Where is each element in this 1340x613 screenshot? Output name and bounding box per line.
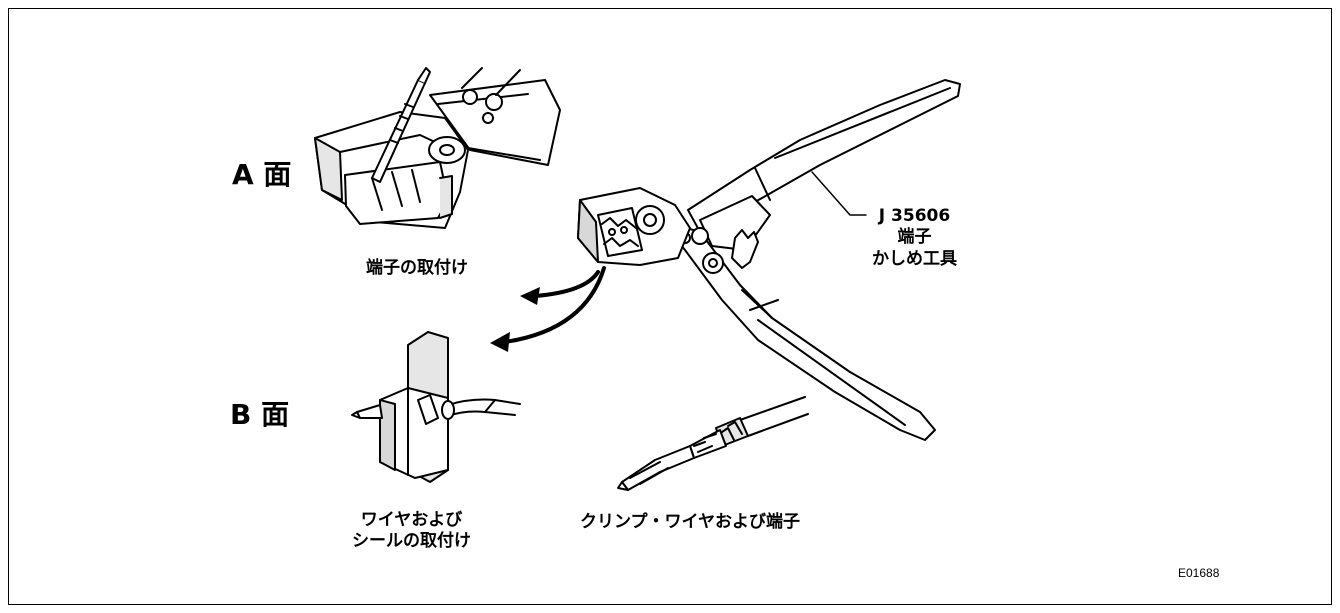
side-b-closeup [351,331,521,483]
figure-frame [8,8,1332,605]
crimp-tool [577,79,961,441]
crimped-wire-terminal [617,396,809,491]
direction-arrows [503,266,606,344]
tool-name-line2: かしめ工具 [872,248,957,269]
tool-name-line1: 端子 [897,227,932,248]
tool-number: J 35606 [878,206,951,226]
figure-id: E01688 [1178,566,1220,580]
side-a-label: A 面 [232,158,292,191]
tool-label: J 35606 端子 かしめ工具 [872,206,957,270]
crimped-caption: クリンプ・ワイヤおよび端子 [580,512,800,532]
side-b-caption-line1: ワイヤおよび [360,510,463,530]
side-b-label: B 面 [230,398,290,431]
side-b-caption: ワイヤおよび シールの取付け [352,510,471,553]
side-a-closeup [314,67,561,229]
side-a-caption: 端子の取付け [366,258,468,278]
side-b-caption-line2: シールの取付け [352,531,471,552]
